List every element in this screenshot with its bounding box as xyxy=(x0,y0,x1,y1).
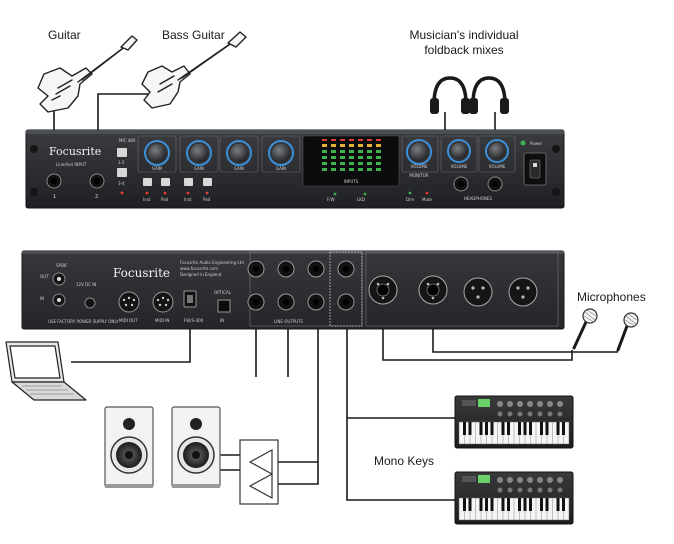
headphone-volume-knob-1[interactable]: VOLUME xyxy=(440,135,478,173)
inst-button-2[interactable] xyxy=(184,178,193,186)
microphone-icon xyxy=(572,308,598,350)
midi-in-port[interactable] xyxy=(152,291,174,313)
rear-panel: SPDIF OUT IN 12V DC IN USE FACTORY POWER… xyxy=(21,250,565,330)
bass-guitar-icon xyxy=(141,31,247,109)
synthesizer-icon xyxy=(454,471,574,525)
synthesizer-icon xyxy=(454,395,574,449)
instrument-input-1[interactable] xyxy=(46,173,62,189)
laptop-icon xyxy=(5,341,87,401)
microphone-icon xyxy=(616,312,639,352)
gain-knob-4[interactable]: GAIN xyxy=(261,135,301,173)
studio-monitor-icon xyxy=(171,406,221,488)
amp-input-cable-2 xyxy=(278,463,319,485)
midi-out-port[interactable] xyxy=(118,291,140,313)
gain-2-label: GAIN xyxy=(194,166,204,171)
rear-info-2: www.focusrite.com xyxy=(180,266,218,271)
input-label: Line/Inst INPUT xyxy=(56,162,87,167)
firewire-label: FW/S-400 xyxy=(184,318,204,323)
line-output-jacks[interactable] xyxy=(247,260,355,311)
firewire-port[interactable] xyxy=(183,290,197,308)
phantom-power-3-4-button[interactable] xyxy=(117,168,127,177)
power-led xyxy=(520,140,526,146)
optical-label: OPTICAL xyxy=(214,290,232,295)
mic-power-label: MIC 48V xyxy=(119,138,136,143)
dim-label[interactable]: Dim xyxy=(406,197,414,202)
pad-button-2[interactable] xyxy=(203,178,212,186)
phantom-1-2-label: 1-2 xyxy=(118,160,125,165)
gain-4-label: GAIN xyxy=(276,166,286,171)
headphones-icon xyxy=(430,76,509,114)
gain-knob-1[interactable]: GAIN xyxy=(137,135,177,173)
xlr-input-3[interactable] xyxy=(463,277,493,307)
meter-label: INPUTS xyxy=(344,179,359,184)
mic-cable-1 xyxy=(382,302,573,361)
inst-button-1[interactable] xyxy=(143,178,152,186)
dc-in-jack[interactable] xyxy=(84,297,96,309)
hp2-volume-label: VOLUME xyxy=(489,164,506,169)
phantom-led xyxy=(120,191,124,195)
line-outputs-label: LINE OUTPUTS xyxy=(274,319,304,324)
rear-brand: Focusrite xyxy=(113,266,170,280)
lkd-label: LKD xyxy=(357,197,365,202)
hp1-volume-label: VOLUME xyxy=(451,164,468,169)
pad-button-1[interactable] xyxy=(161,178,170,186)
midi-in-label: MIDI IN xyxy=(155,318,169,323)
xlr-input-4[interactable] xyxy=(508,277,538,307)
foldback-label-line2: foldback mixes xyxy=(424,43,504,57)
power-switch[interactable] xyxy=(523,152,547,186)
headphone-jack-1[interactable] xyxy=(453,176,469,192)
amplifier-icon xyxy=(239,439,279,505)
spdif-in-label: IN xyxy=(40,296,44,301)
gain-3-label: GAIN xyxy=(234,166,244,171)
instrument-input-2[interactable] xyxy=(89,173,105,189)
power-label: Power xyxy=(530,141,542,146)
monitor-volume-knob[interactable]: VOLUME MONITOR xyxy=(401,135,439,178)
input-2-number: 2 xyxy=(95,194,98,200)
headphone-jack-2[interactable] xyxy=(487,176,503,192)
headphones-label: HEADPHONES xyxy=(464,196,492,201)
optical-in-port[interactable] xyxy=(217,299,231,313)
input-1-number: 1 xyxy=(53,194,56,200)
guitar-icon xyxy=(37,35,138,113)
bass-guitar-label: Bass Guitar xyxy=(162,28,225,42)
channel-buttons: Inst Pad Inst Pad xyxy=(143,178,212,202)
inst-1-label: Inst xyxy=(143,197,151,202)
rear-info-1: Focusrite Audio Engineering Ltd xyxy=(180,260,244,265)
foldback-label: Musician's individual foldback mixes xyxy=(396,28,532,58)
combo-input-2[interactable] xyxy=(418,275,448,305)
inst-2-label: Inst xyxy=(184,197,192,202)
pad-1-label: Pad xyxy=(161,197,169,202)
combo-input-1[interactable] xyxy=(368,275,398,305)
pad-2-label: Pad xyxy=(203,197,211,202)
fw-label: F/W xyxy=(327,197,335,202)
gain-knob-3[interactable]: GAIN xyxy=(219,135,259,173)
mono-keys-label: Mono Keys xyxy=(374,454,435,468)
rear-info-3: Designed in England xyxy=(180,272,222,277)
gain-1-label: GAIN xyxy=(152,166,162,171)
midi-out-label: MIDI OUT xyxy=(119,318,138,323)
gain-knob-2[interactable]: GAIN xyxy=(179,135,219,173)
studio-monitor-icon xyxy=(104,406,154,488)
foldback-label-line1: Musician's individual xyxy=(409,28,519,42)
microphones-label: Microphones xyxy=(577,290,646,304)
volume-label: VOLUME xyxy=(411,164,428,169)
psu-note: USE FACTORY POWER SUPPLY ONLY xyxy=(48,319,119,324)
optical-in-label: IN xyxy=(220,318,224,323)
front-panel: Focusrite Line/Inst INPUT 1 2 MIC 48V 1-… xyxy=(25,129,565,209)
guitar-label: Guitar xyxy=(48,28,81,42)
keys-cable-2 xyxy=(346,298,455,501)
dc-in-label: 12V DC IN xyxy=(76,282,96,287)
phantom-power-1-2-button[interactable] xyxy=(117,148,127,157)
phantom-3-4-label: 3-4 xyxy=(118,181,125,186)
mute-label[interactable]: Mute xyxy=(422,197,433,202)
front-brand: Focusrite xyxy=(49,145,101,158)
monitor-label: MONITOR xyxy=(409,173,428,178)
spdif-label: SPDIF xyxy=(56,263,68,268)
headphone-volume-knob-2[interactable]: VOLUME xyxy=(478,135,516,173)
spdif-out-label: OUT xyxy=(40,274,49,279)
input-meters: INPUTS xyxy=(302,135,400,187)
